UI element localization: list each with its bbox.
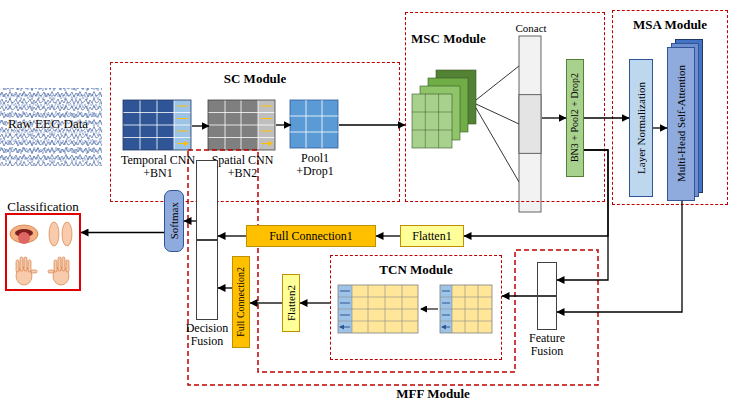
conv-direction-arrow [177, 106, 188, 144]
fusion-box: Decision Fusion [196, 160, 218, 320]
conv-direction-arrow [442, 291, 450, 327]
node-label: Temporal CNN +BN1 [117, 154, 199, 180]
dense-box: Full Connection2 [232, 256, 250, 348]
conv-block: Spatial CNN +BN2 [209, 101, 276, 151]
node-label: MSC Module [411, 31, 486, 46]
arrow-connector [584, 117, 629, 118]
node-label: Multi-Head Self-Attention [676, 65, 687, 182]
arrow-connector [192, 125, 209, 126]
pool-block: Pool1 +Drop1 [291, 101, 339, 149]
node-label: Feature Fusion [524, 332, 570, 358]
node-label: Conact [515, 22, 546, 35]
hand-icon [48, 257, 69, 285]
arrow-connector [376, 235, 400, 236]
arrow-connector [218, 235, 246, 236]
arrow-connector [542, 117, 566, 118]
grid-lines [338, 285, 418, 333]
arrow-connector [464, 150, 608, 236]
flatten-box: Flatten2 [282, 274, 300, 332]
module-outline [188, 150, 598, 385]
tongue-icon [18, 232, 30, 244]
attention-stack: Multi-Head Self-Attention [667, 47, 695, 201]
output-box: Classification [5, 213, 81, 291]
layer-box: Layer Normalization [629, 59, 653, 197]
node-label: Flatten2 [286, 285, 297, 321]
grid-lines [208, 100, 275, 150]
node-label: Decision Fusion [184, 322, 230, 348]
node-label: TCN Module [331, 262, 501, 277]
layer-box: BN3 + Pool2 + Drop2 [566, 59, 584, 177]
arrow-connector [218, 287, 232, 288]
arrow-connector [339, 124, 405, 125]
foot-icon [62, 222, 72, 246]
feature-map [412, 94, 452, 148]
node-label: SC Module [111, 71, 399, 86]
arrow-connector [184, 220, 196, 221]
node-label: Layer Normalization [636, 82, 647, 174]
node-label: MSA Module [613, 17, 727, 32]
arrow-connector [557, 201, 682, 312]
hand-icon [16, 257, 37, 285]
eeg-waveform [0, 88, 102, 166]
grid-lines [412, 94, 452, 148]
grid-lines [440, 285, 492, 333]
arrow-connector [653, 127, 667, 128]
node-label: Softmax [169, 202, 180, 239]
foot-icon [49, 222, 59, 246]
grid-outline [338, 285, 418, 333]
conv-direction-arrow [340, 291, 350, 327]
grid-lines [123, 100, 191, 150]
eeg-waveform [0, 88, 102, 166]
flatten-box: Flatten1 [400, 225, 464, 247]
node-label: Pool1 +Drop1 [290, 152, 340, 178]
tcn-inner-arrow [421, 308, 438, 309]
conv-block: Temporal CNN +BN1 [124, 101, 192, 151]
module-region: MFF ModuleDecision FusionFull Connection… [188, 150, 598, 404]
module-box: MSC Module ConactBN3 + Pool2 + Drop2 [405, 12, 605, 202]
module-box: TCN Module [330, 255, 502, 360]
fusion-box: Feature Fusion [537, 262, 557, 330]
grid-outline [123, 100, 191, 150]
node-label: MFF Module [358, 386, 508, 401]
arrow-connector [300, 302, 330, 303]
node-label: Full Connection2 [236, 267, 246, 337]
node-label: Flatten1 [412, 229, 451, 244]
arrow-connector [250, 302, 282, 303]
concat-bar: Conact [520, 37, 542, 213]
concat-line [476, 66, 519, 182]
concat-bar [519, 36, 541, 212]
conv-direction-arrow [261, 106, 272, 144]
dense-box: Full Connection1 [246, 225, 376, 247]
node-label: Full Connection1 [269, 229, 353, 244]
node-label: Classification [7, 200, 79, 213]
softmax-box: Softmax [164, 190, 184, 252]
arrow-connector [502, 295, 537, 296]
module-box: SC ModuleTemporal CNN +BN1 Spatial CNN +B… [110, 62, 400, 202]
module-box: MSA ModuleLayer Normalization Multi-Head … [612, 10, 728, 205]
grid-outline [208, 100, 275, 150]
feature-grid [290, 100, 338, 148]
arrow-connector [276, 124, 291, 125]
grid-lines [290, 100, 338, 148]
figure-label: Raw EEG Data [8, 116, 88, 132]
grid-outline [440, 285, 492, 333]
arrow-connector [81, 232, 164, 233]
concat-segment [519, 95, 541, 154]
tongue-icon [10, 225, 38, 243]
node-label: BN3 + Pool2 + Drop2 [570, 73, 580, 162]
